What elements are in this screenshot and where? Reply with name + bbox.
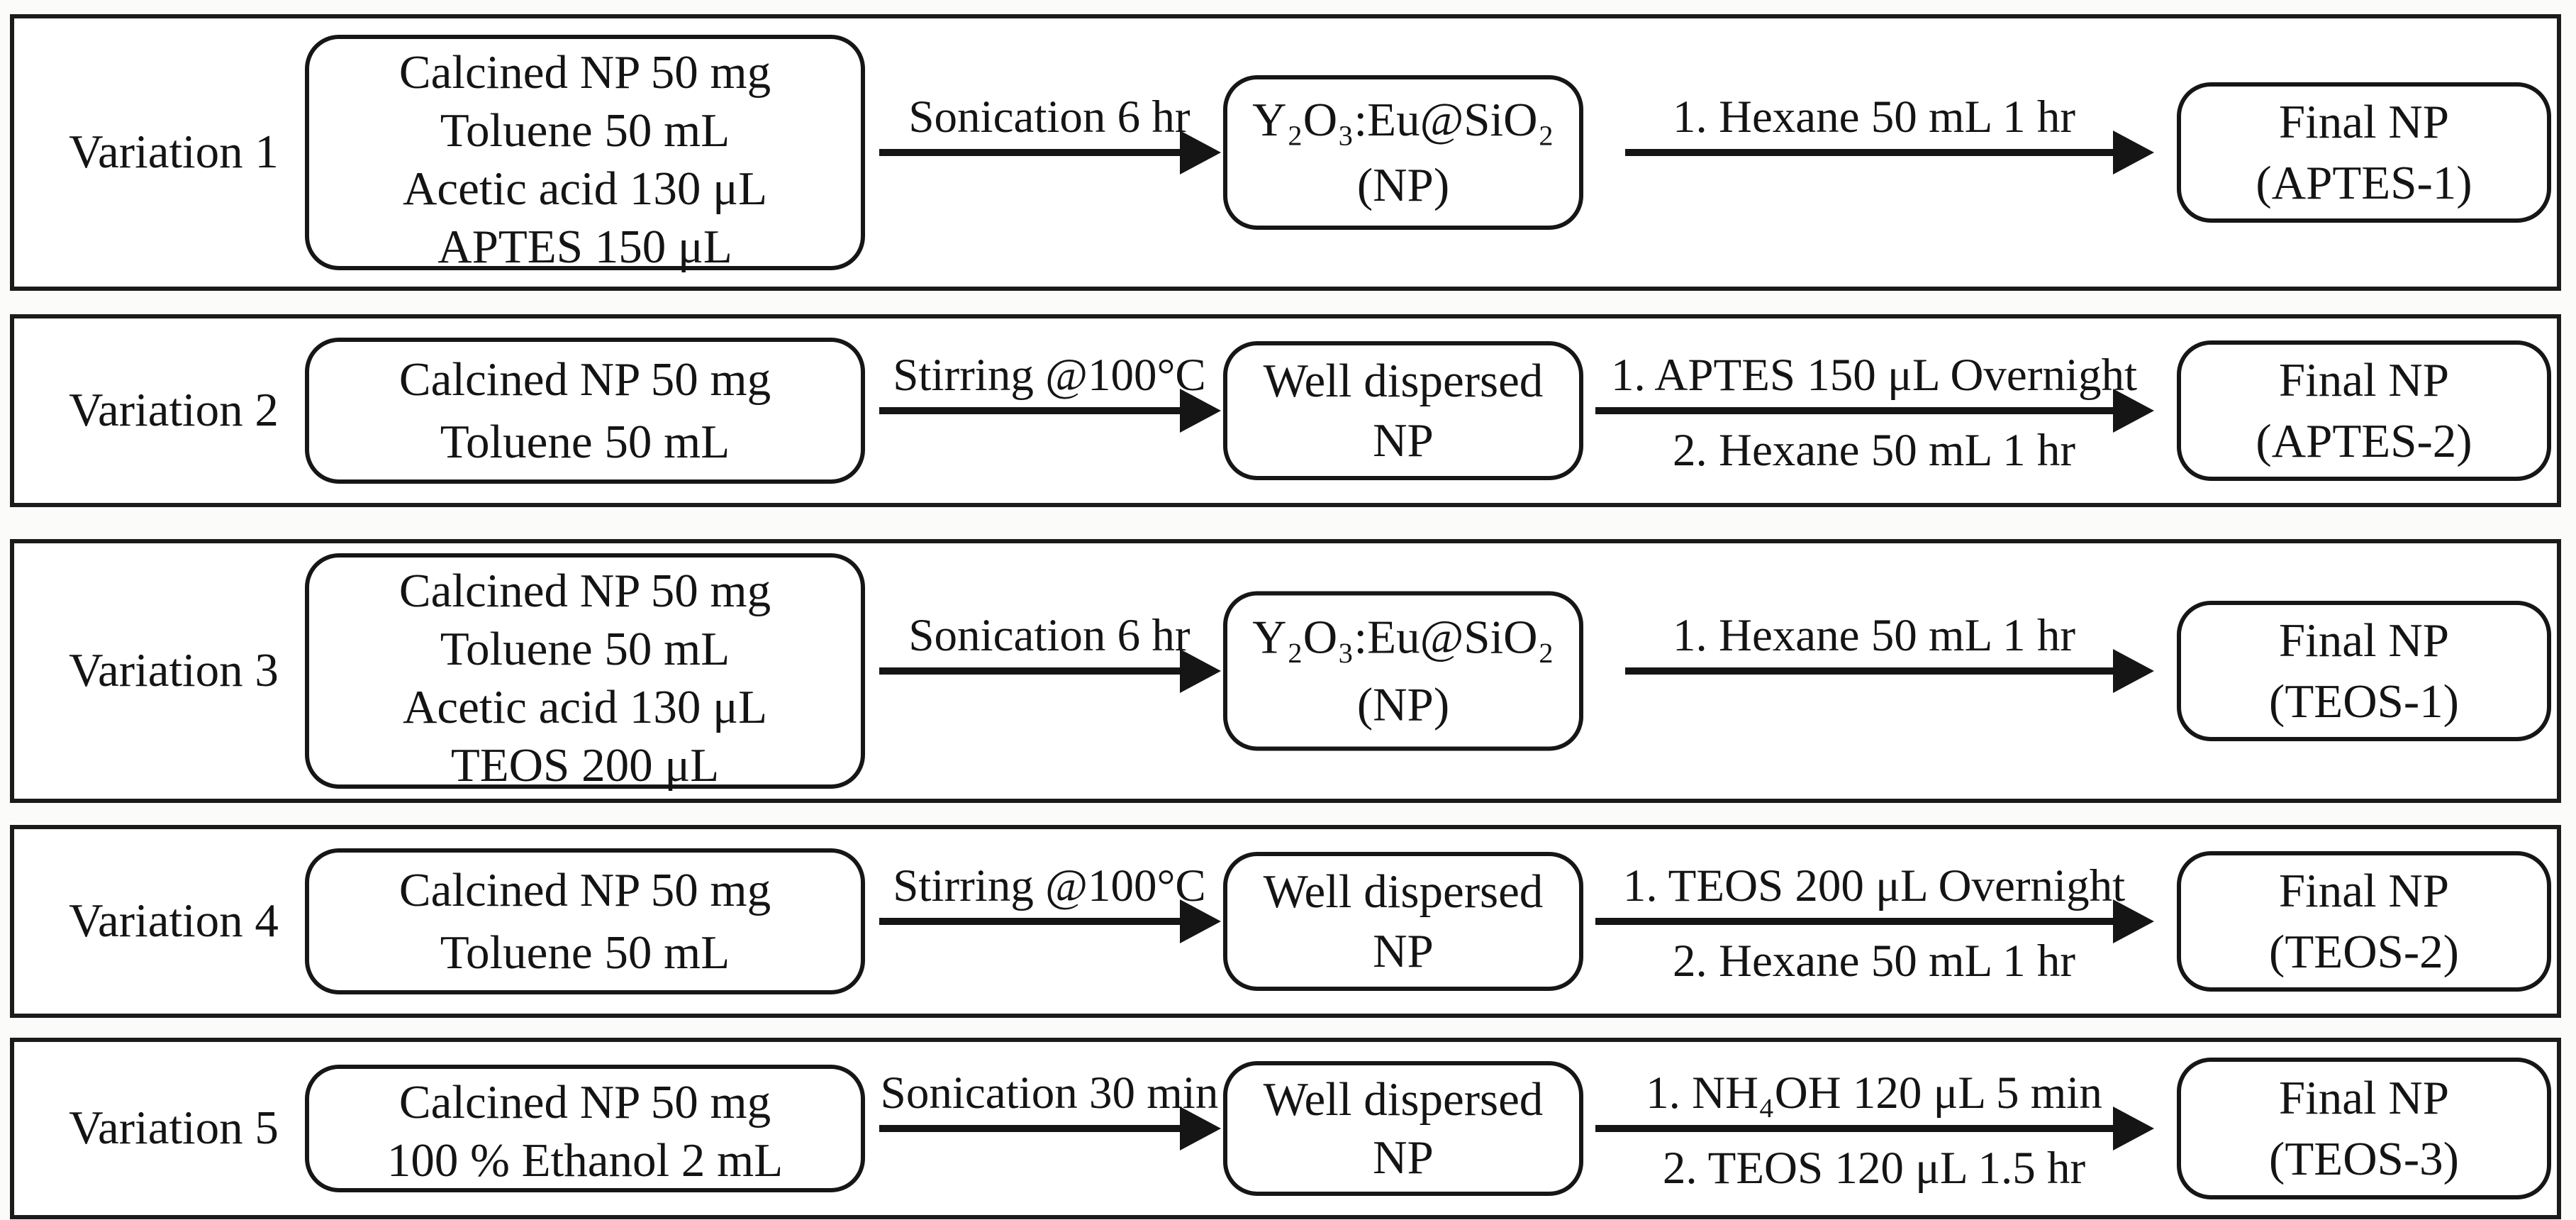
final-box: Final NP (TEOS-3) (2177, 1058, 2551, 1199)
intermediate-line: Y₂O₃:Eu@SiO₂ (1252, 94, 1554, 146)
variation-label: Variation 4 (69, 894, 279, 948)
reagent-line: APTES 150 μL (437, 221, 732, 273)
reagent-line: Toluene 50 mL (440, 104, 730, 157)
variation-1-panel: Variation 1 Calcined NP 50 mg Toluene 50… (10, 14, 2561, 291)
arrow-shaft (879, 918, 1184, 925)
reagent-line: Toluene 50 mL (440, 926, 730, 979)
process-label: 1. Hexane 50 mL 1 hr (1673, 91, 2075, 143)
intermediate-box: Y₂O₃:Eu@SiO₂ (NP) (1223, 591, 1583, 751)
arrow-right-icon (2113, 1107, 2154, 1150)
variation-3-panel: Variation 3 Calcined NP 50 mg Toluene 50… (10, 539, 2561, 803)
intermediate-box: Y₂O₃:Eu@SiO₂ (NP) (1223, 75, 1583, 230)
final-line: Final NP (2278, 354, 2450, 407)
final-box: Final NP (TEOS-2) (2177, 851, 2551, 992)
reagent-line: Calcined NP 50 mg (398, 46, 771, 99)
final-box: Final NP (TEOS-1) (2177, 601, 2551, 741)
arrow-shaft (879, 667, 1184, 675)
arrow-shaft (879, 149, 1184, 156)
intermediate-line: Well dispersed (1263, 1072, 1544, 1126)
final-line: (APTES-1) (2256, 156, 2472, 209)
intermediate-line: (NP) (1356, 678, 1450, 731)
reagent-line: 100 % Ethanol 2 mL (386, 1134, 784, 1187)
intermediate-box: Well dispersed NP (1223, 852, 1583, 991)
reagent-line: Calcined NP 50 mg (398, 1076, 771, 1128)
arrow-shaft (1625, 149, 2117, 156)
process-label: 2. Hexane 50 mL 1 hr (1673, 936, 2075, 987)
final-line: (APTES-2) (2256, 414, 2472, 467)
arrow-shaft (1625, 667, 2117, 675)
arrow-right-icon (1180, 131, 1221, 174)
arrow-right-icon (1180, 389, 1221, 433)
final-line: (TEOS-2) (2269, 925, 2459, 978)
final-line: (TEOS-1) (2269, 675, 2459, 728)
intermediate-line: NP (1373, 925, 1434, 978)
variation-5-panel: Variation 5 Calcined NP 50 mg 100 % Etha… (10, 1038, 2561, 1219)
arrow-right-icon (2113, 389, 2154, 433)
arrow-shaft (879, 1125, 1184, 1132)
arrow-right-icon (2113, 131, 2154, 174)
reagents-box: Calcined NP 50 mg Toluene 50 mL Acetic a… (305, 35, 865, 273)
process-label: Stirring @100°C (893, 860, 1206, 911)
final-line: Final NP (2278, 96, 2450, 149)
intermediate-line: Well dispersed (1263, 354, 1544, 407)
intermediate-line: (NP) (1356, 159, 1450, 211)
intermediate-box: Well dispersed NP (1223, 1061, 1583, 1196)
process-label: Sonication 30 min (880, 1067, 1219, 1119)
final-line: (TEOS-3) (2269, 1133, 2459, 1185)
reagent-line: Calcined NP 50 mg (398, 565, 771, 617)
reagents-box: Calcined NP 50 mg Toluene 50 mL (305, 848, 865, 994)
reagents-box: Calcined NP 50 mg Toluene 50 mL (305, 338, 865, 484)
process-label: 1. APTES 150 μL Overnight (1610, 349, 2138, 401)
reagent-line: Acetic acid 130 μL (402, 162, 767, 215)
reagents-box: Calcined NP 50 mg Toluene 50 mL Acetic a… (305, 553, 865, 792)
reagent-line: Toluene 50 mL (440, 416, 730, 468)
variation-label: Variation 1 (69, 126, 279, 179)
final-line: Final NP (2278, 865, 2450, 918)
intermediate-line: Y₂O₃:Eu@SiO₂ (1252, 611, 1554, 664)
intermediate-line: Well dispersed (1263, 865, 1544, 918)
reagent-line: Calcined NP 50 mg (398, 864, 771, 916)
arrow-shaft (879, 407, 1184, 414)
arrow-right-icon (2113, 649, 2154, 693)
intermediate-line: NP (1373, 1131, 1434, 1185)
reagents-box: Calcined NP 50 mg 100 % Ethanol 2 mL (305, 1065, 865, 1192)
process-label: 2. Hexane 50 mL 1 hr (1673, 425, 2075, 476)
arrow-right-icon (1180, 899, 1221, 943)
variation-label: Variation 5 (69, 1102, 279, 1155)
variation-label: Variation 3 (69, 644, 279, 697)
variation-4-panel: Variation 4 Calcined NP 50 mg Toluene 50… (10, 825, 2561, 1018)
reagent-line: TEOS 200 μL (450, 739, 720, 792)
reagent-line: Calcined NP 50 mg (398, 353, 771, 406)
arrow-right-icon (1180, 649, 1221, 693)
arrow-shaft (1595, 407, 2117, 414)
reagent-line: Acetic acid 130 μL (402, 681, 767, 733)
final-line: Final NP (2278, 614, 2450, 667)
variation-2-panel: Variation 2 Calcined NP 50 mg Toluene 50… (10, 314, 2561, 507)
process-label: 1. Hexane 50 mL 1 hr (1673, 609, 2075, 661)
process-label: 1. NH₄OH 120 μL 5 min (1646, 1067, 2102, 1119)
process-label: Sonication 6 hr (908, 609, 1191, 661)
final-line: Final NP (2278, 1072, 2450, 1124)
process-label: 1. TEOS 200 μL Overnight (1622, 860, 2126, 911)
arrow-shaft (1595, 1125, 2117, 1132)
arrow-right-icon (1180, 1107, 1221, 1150)
process-label: Sonication 6 hr (908, 91, 1191, 143)
arrow-shaft (1595, 918, 2117, 925)
final-box: Final NP (APTES-1) (2177, 82, 2551, 223)
process-label: Stirring @100°C (893, 349, 1206, 401)
reagent-line: Toluene 50 mL (440, 623, 730, 675)
variation-label: Variation 2 (69, 384, 279, 437)
intermediate-box: Well dispersed NP (1223, 341, 1583, 480)
process-label: 2. TEOS 120 μL 1.5 hr (1662, 1143, 2086, 1194)
arrow-right-icon (2113, 899, 2154, 943)
intermediate-line: NP (1373, 414, 1434, 467)
final-box: Final NP (APTES-2) (2177, 340, 2551, 481)
